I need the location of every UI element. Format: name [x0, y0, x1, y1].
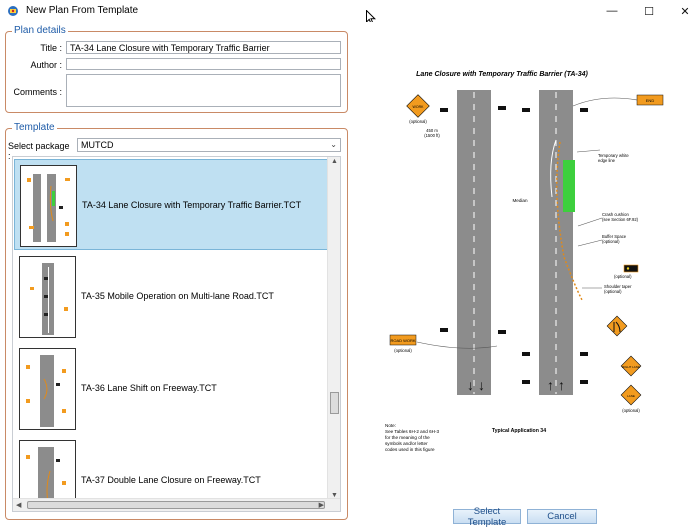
svg-text:Buffer Space: Buffer Space	[602, 234, 627, 239]
svg-text:↑: ↑	[558, 377, 565, 393]
comments-label: Comments :	[13, 87, 62, 97]
barrier-taper	[556, 141, 583, 301]
package-select[interactable]: MUTCD ⌄	[77, 138, 341, 152]
svg-text:Crash cushion: Crash cushion	[602, 212, 629, 217]
app-icon	[8, 6, 18, 16]
select-template-button[interactable]: Select Template	[453, 506, 521, 527]
horizontal-scroll-thumb[interactable]	[27, 501, 325, 509]
template-thumbnail	[20, 165, 77, 247]
template-thumbnail	[19, 348, 76, 430]
svg-text:(optional): (optional)	[409, 119, 427, 124]
template-list[interactable]: TA-34 Lane Closure with Temporary Traffi…	[12, 156, 341, 512]
maximize-button[interactable]: ☐	[634, 2, 664, 20]
list-item[interactable]: TA-35 Mobile Operation on Multi-lane Roa…	[14, 251, 328, 342]
svg-text:↓: ↓	[478, 377, 485, 393]
template-item-label: TA-37 Double Lane Closure on Freeway.TCT	[81, 475, 261, 485]
list-item[interactable]: TA-36 Lane Shift on Freeway.TCT	[14, 343, 328, 434]
scroll-right-icon[interactable]: ▶	[318, 502, 324, 509]
svg-text:codes used in this figure: codes used in this figure	[385, 447, 435, 452]
svg-text:edge line: edge line	[598, 158, 616, 163]
package-label: Select package :	[8, 141, 70, 161]
cancel-button[interactable]: Cancel	[527, 509, 597, 524]
title-input[interactable]	[66, 41, 341, 54]
scroll-up-icon[interactable]: ▲	[331, 158, 338, 165]
svg-text:Shoulder taper: Shoulder taper	[604, 284, 632, 289]
horizontal-scrollbar[interactable]: ◀ ▶	[13, 498, 340, 511]
package-value: MUTCD	[81, 140, 114, 150]
minimize-button[interactable]: —	[597, 2, 627, 20]
svg-text:END: END	[646, 98, 655, 103]
comments-input[interactable]	[66, 74, 341, 107]
svg-text:See Tables 6H-2 and 6H-3: See Tables 6H-2 and 6H-3	[385, 429, 439, 434]
title-bar: New Plan From Template	[0, 0, 700, 22]
scroll-left-icon[interactable]: ◀	[16, 502, 22, 509]
plan-details-title: Plan details	[12, 25, 68, 36]
svg-text:WORK: WORK	[413, 105, 425, 109]
svg-text:450 m: 450 m	[426, 128, 438, 133]
template-group: Template	[5, 122, 348, 520]
list-item[interactable]: TA-34 Lane Closure with Temporary Traffi…	[14, 159, 328, 250]
buffer-space-area	[563, 160, 575, 212]
svg-text:(optional): (optional)	[602, 239, 620, 244]
preview-title: Lane Closure with Temporary Traffic Barr…	[416, 71, 588, 78]
template-item-label: TA-36 Lane Shift on Freeway.TCT	[81, 383, 217, 393]
sign-lane-ends: RIGHT LANE	[620, 355, 642, 377]
svg-text:ROAD WORK: ROAD WORK	[390, 338, 415, 343]
sign-optional-left: ROAD WORK	[389, 334, 417, 346]
preview-note: Note: See Tables 6H-2 and 6H-3 for the m…	[385, 423, 439, 452]
svg-text:Note:: Note:	[385, 423, 396, 428]
scroll-down-icon[interactable]: ▼	[331, 492, 338, 499]
svg-text:(1500 ft): (1500 ft)	[424, 133, 440, 138]
template-title: Template	[12, 122, 57, 133]
minimize-icon: —	[606, 5, 618, 17]
svg-text:Temporary white: Temporary white	[598, 153, 629, 158]
svg-text:↑: ↑	[547, 377, 554, 393]
author-label: Author :	[30, 60, 62, 70]
svg-text:Median: Median	[512, 198, 528, 203]
chevron-down-icon: ⌄	[330, 140, 337, 149]
template-preview: Lane Closure with Temporary Traffic Barr…	[352, 22, 698, 507]
typical-application-label: Typical Application 34	[492, 428, 546, 434]
svg-text:(optional): (optional)	[604, 289, 622, 294]
sign-end-road-work: END	[636, 94, 664, 106]
svg-text:LANE: LANE	[627, 394, 635, 398]
close-icon: ✕	[680, 5, 690, 18]
sign-arrow-board	[623, 264, 639, 273]
svg-text:(optional): (optional)	[614, 274, 632, 279]
svg-text:(optional): (optional)	[394, 348, 412, 353]
author-input[interactable]	[66, 58, 341, 70]
template-thumbnail	[19, 256, 76, 338]
svg-text:symbols and/or letter: symbols and/or letter	[385, 441, 428, 446]
svg-text:(see Section 6F.92): (see Section 6F.92)	[602, 217, 639, 222]
template-item-label: TA-34 Lane Closure with Temporary Traffi…	[82, 200, 302, 210]
vertical-scroll-thumb[interactable]	[330, 392, 339, 414]
svg-text:(optional): (optional)	[622, 408, 640, 413]
svg-text:RIGHT LANE: RIGHT LANE	[622, 365, 640, 369]
svg-text:↓: ↓	[467, 377, 474, 393]
close-button[interactable]: ✕	[670, 2, 700, 20]
maximize-icon: ☐	[644, 5, 654, 18]
svg-text:for the meaning of the: for the meaning of the	[385, 435, 430, 440]
sign-right-lane-closed: LANE	[620, 384, 642, 406]
vertical-scrollbar[interactable]: ▲ ▼	[327, 157, 340, 500]
window-title: New Plan From Template	[26, 5, 139, 16]
plan-details-group: Plan details	[5, 25, 348, 113]
sign-road-work-ahead: WORK	[406, 94, 430, 118]
sign-lane-shift	[606, 315, 628, 337]
template-item-label: TA-35 Mobile Operation on Multi-lane Roa…	[81, 291, 274, 301]
title-label: Title :	[40, 43, 62, 53]
